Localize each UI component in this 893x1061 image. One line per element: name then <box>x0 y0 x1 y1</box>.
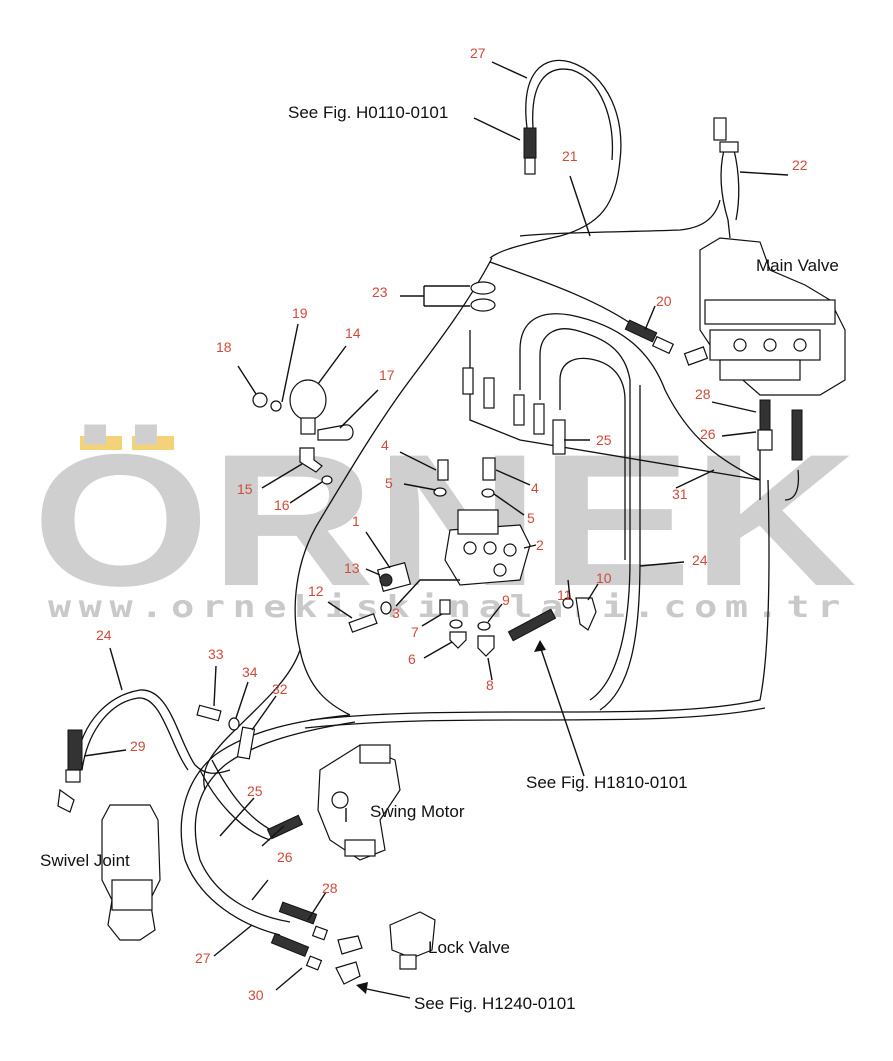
callout-34: 34 <box>242 664 258 680</box>
bracket-32 <box>236 726 256 760</box>
callout-2: 2 <box>536 537 544 553</box>
nut-18 <box>252 392 268 408</box>
ring-19 <box>270 400 282 412</box>
callout-4-upper: 4 <box>381 437 389 453</box>
callout-11: 11 <box>557 587 572 603</box>
callout-30: 30 <box>248 987 264 1003</box>
callout-15: 15 <box>237 481 253 497</box>
fitting-27-top <box>523 127 537 159</box>
callout-5-lower: 5 <box>527 510 535 526</box>
callout-8: 8 <box>486 677 494 693</box>
main-valve-assembly <box>683 237 846 396</box>
lock-valve <box>335 911 436 985</box>
callout-27: 27 <box>470 45 486 61</box>
callout-21: 21 <box>562 148 578 164</box>
callout-27-lower: 27 <box>195 950 211 966</box>
label-main-valve: Main Valve <box>756 256 839 275</box>
leader-lines <box>83 61 789 999</box>
callout-32: 32 <box>272 681 288 697</box>
callout-1: 1 <box>352 513 360 529</box>
label-lock-valve: Lock Valve <box>428 938 510 957</box>
callout-19: 19 <box>292 305 308 321</box>
label-swivel-joint: Swivel Joint <box>40 851 130 870</box>
callout-9: 9 <box>502 592 510 608</box>
accumulator-14 <box>289 379 327 421</box>
callout-28-lower: 28 <box>322 880 338 896</box>
callout-31: 31 <box>672 486 688 502</box>
swivel-joint <box>57 788 161 941</box>
callout-5-upper: 5 <box>385 475 393 491</box>
clamp-17 <box>317 424 354 441</box>
callout-28-upper: 28 <box>695 386 711 402</box>
callout-26-upper: 26 <box>700 426 716 442</box>
callout-3: 3 <box>392 605 400 621</box>
text-labels: See Fig. H0110-0101 Main Valve See Fig. … <box>40 103 839 1013</box>
callout-7: 7 <box>411 624 419 640</box>
label-swing-motor: Swing Motor <box>370 802 465 821</box>
watermark-accent-right <box>132 436 174 450</box>
callout-13: 13 <box>344 560 360 576</box>
label-see-h1810: See Fig. H1810-0101 <box>526 773 688 792</box>
manifold-block-2 <box>444 509 531 586</box>
callout-23: 23 <box>372 284 388 300</box>
callout-18: 18 <box>216 339 232 355</box>
bolt-33 <box>196 704 222 722</box>
callout-24-left: 24 <box>96 627 112 643</box>
hose-lines <box>74 59 800 936</box>
callout-14: 14 <box>345 325 361 341</box>
callout-numbers: 27 21 22 23 20 19 14 18 17 4 5 4 5 25 28… <box>96 45 808 1003</box>
callout-20: 20 <box>656 293 672 309</box>
label-see-h1240: See Fig. H1240-0101 <box>414 994 576 1013</box>
callout-24-mid: 24 <box>692 552 708 568</box>
watermark-brand: ÖRNEK <box>32 415 857 625</box>
swing-motor <box>317 744 401 861</box>
callout-25-lower: 25 <box>247 783 263 799</box>
watermark-accent-left <box>80 436 122 450</box>
callout-22: 22 <box>792 157 808 173</box>
bolt-12 <box>348 613 378 633</box>
callout-4-lower: 4 <box>531 480 539 496</box>
watermark: ÖRNEK www.ornekiskinalari.com.tr <box>32 415 857 625</box>
callout-16: 16 <box>274 497 290 513</box>
callout-29: 29 <box>130 738 146 754</box>
callout-33: 33 <box>208 646 224 662</box>
callout-17: 17 <box>379 367 395 383</box>
callout-26-lower: 26 <box>277 849 293 865</box>
callout-6: 6 <box>408 651 416 667</box>
callout-25-upper: 25 <box>596 432 612 448</box>
clamp-23-upper <box>470 281 496 295</box>
label-see-h0110: See Fig. H0110-0101 <box>288 103 448 122</box>
clamp-23-lower <box>470 298 496 312</box>
callout-12: 12 <box>308 583 324 599</box>
callout-10: 10 <box>596 570 612 586</box>
components <box>57 117 846 985</box>
